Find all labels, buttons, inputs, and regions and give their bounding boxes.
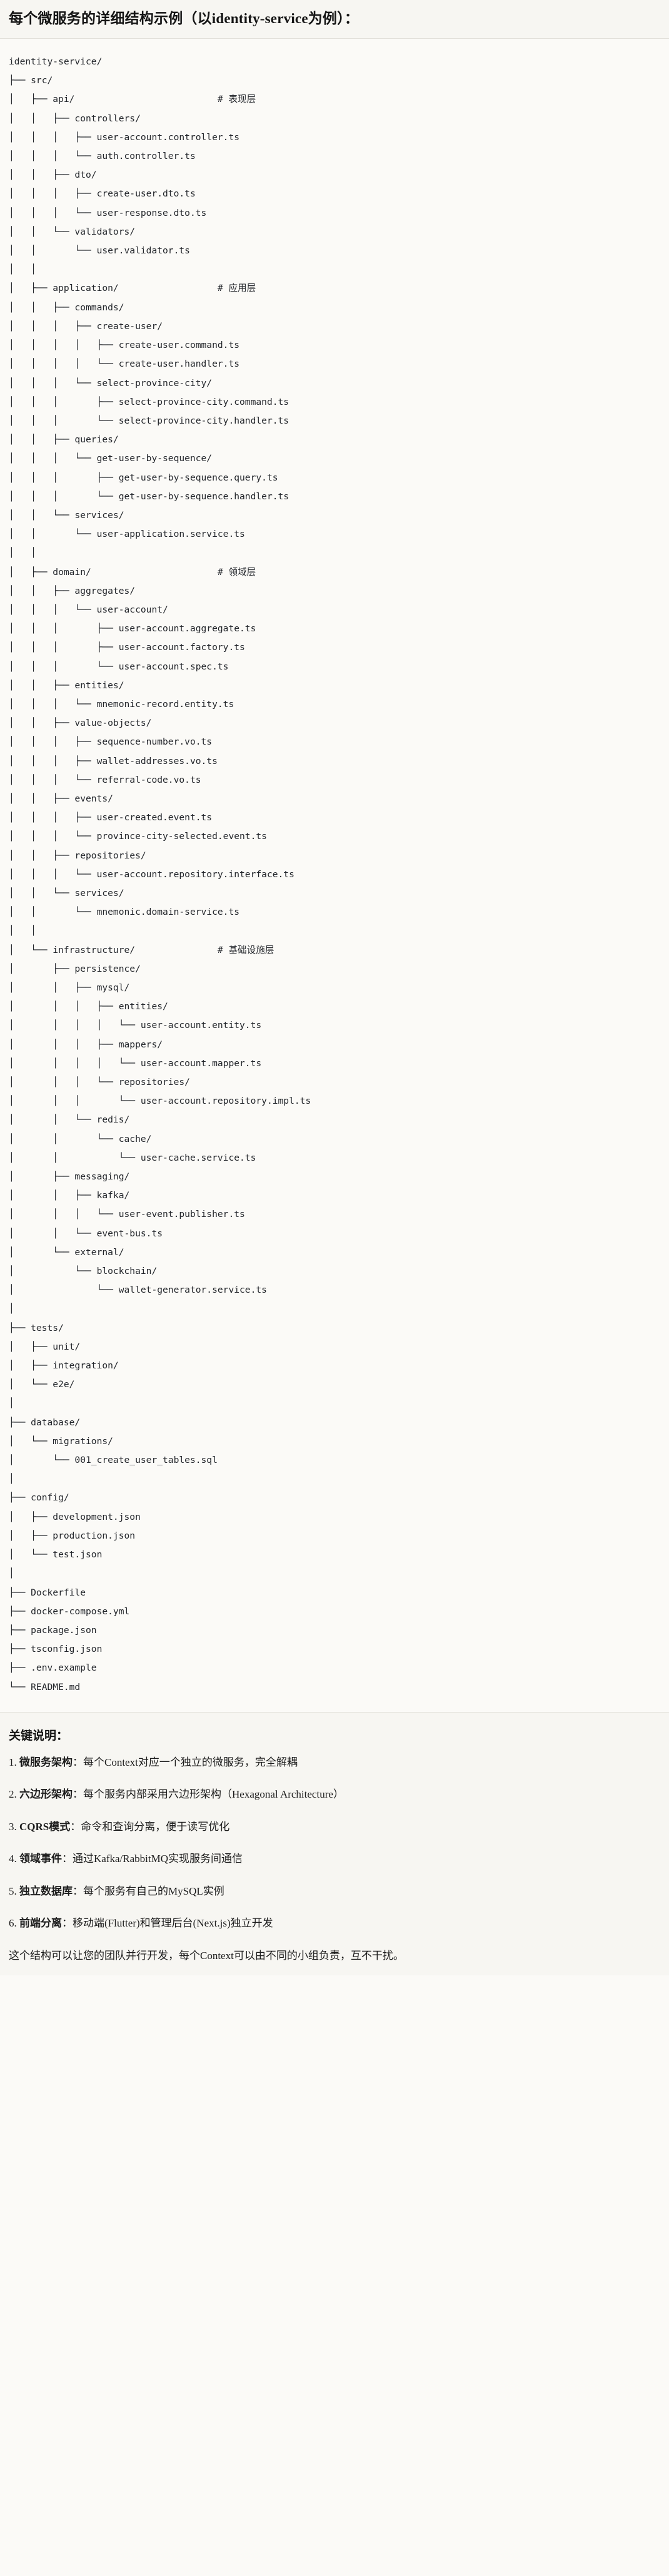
key-note-term: 六边形架构 bbox=[19, 1788, 73, 1801]
page-title: 每个微服务的详细结构示例（以identity-service为例）： bbox=[9, 11, 360, 26]
title-section: 每个微服务的详细结构示例（以identity-service为例）： bbox=[0, 0, 669, 39]
key-note-separator: ： bbox=[62, 1917, 73, 1930]
key-note-separator: ： bbox=[73, 1756, 83, 1768]
key-note-description: 命令和查询分离，便于读写优化 bbox=[81, 1820, 230, 1833]
closing-statement: 这个结构可以让您的团队并行开发，每个Context可以由不同的小组负责，互不干扰… bbox=[9, 1949, 404, 1962]
key-note-item: 4. 领域事件：通过Kafka/RabbitMQ实现服务间通信 bbox=[9, 1851, 660, 1867]
key-note-separator: ： bbox=[73, 1788, 83, 1801]
key-note-number: 2. bbox=[9, 1788, 17, 1801]
directory-tree-section: identity-service/ ├── src/ │ ├── api/ # … bbox=[0, 39, 669, 1712]
key-note-separator: ： bbox=[70, 1820, 81, 1833]
key-note-description: 移动端(Flutter)和管理后台(Next.js)独立开发 bbox=[73, 1917, 273, 1930]
key-note-term: 微服务架构 bbox=[19, 1756, 73, 1768]
key-note-description: 每个Context对应一个独立的微服务，完全解耦 bbox=[83, 1756, 298, 1768]
directory-tree: identity-service/ ├── src/ │ ├── api/ # … bbox=[9, 56, 311, 1693]
key-note-term: CQRS模式 bbox=[19, 1820, 71, 1833]
key-note-separator: ： bbox=[73, 1885, 83, 1897]
key-note-number: 3. bbox=[9, 1820, 17, 1833]
key-note-item: 1. 微服务架构：每个Context对应一个独立的微服务，完全解耦 bbox=[9, 1754, 660, 1771]
key-note-description: 每个服务有自己的MySQL实例 bbox=[83, 1885, 224, 1897]
key-note-item: 5. 独立数据库：每个服务有自己的MySQL实例 bbox=[9, 1883, 660, 1900]
key-note-number: 5. bbox=[9, 1885, 17, 1897]
key-note-number: 1. bbox=[9, 1756, 17, 1768]
key-note-term: 独立数据库 bbox=[19, 1885, 73, 1897]
key-note-term: 前端分离 bbox=[19, 1917, 62, 1930]
key-note-item: 3. CQRS模式：命令和查询分离，便于读写优化 bbox=[9, 1819, 660, 1835]
key-notes-heading: 关键说明： bbox=[9, 1729, 69, 1743]
key-note-item: 2. 六边形架构：每个服务内部采用六边形架构（Hexagonal Archite… bbox=[9, 1786, 660, 1803]
key-note-number: 4. bbox=[9, 1853, 17, 1865]
key-note-description: 通过Kafka/RabbitMQ实现服务间通信 bbox=[73, 1853, 243, 1865]
key-note-number: 6. bbox=[9, 1917, 17, 1930]
key-note-item: 6. 前端分离：移动端(Flutter)和管理后台(Next.js)独立开发 bbox=[9, 1915, 660, 1932]
key-note-term: 领域事件 bbox=[19, 1853, 62, 1865]
document-page: 每个微服务的详细结构示例（以identity-service为例）： ident… bbox=[0, 0, 669, 1976]
key-note-separator: ： bbox=[62, 1853, 73, 1865]
key-note-description: 每个服务内部采用六边形架构（Hexagonal Architecture） bbox=[83, 1788, 344, 1801]
